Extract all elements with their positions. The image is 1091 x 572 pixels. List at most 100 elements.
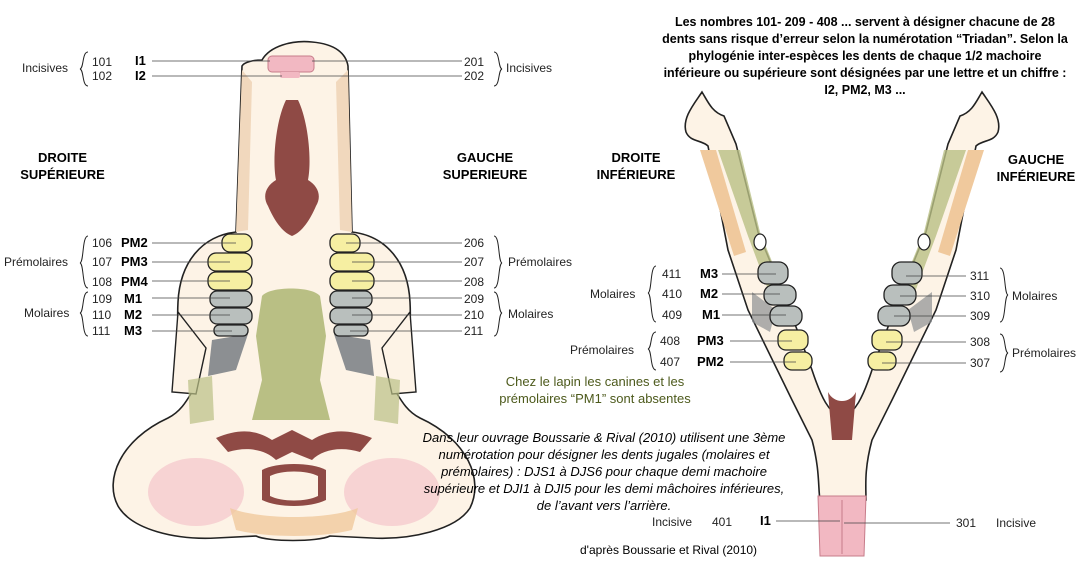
upper-right-num: 108 bbox=[92, 275, 113, 289]
lower-right-code: M3 bbox=[700, 266, 719, 281]
lower-left-num: 311 bbox=[970, 269, 990, 283]
tooth-408 bbox=[777, 329, 809, 351]
tooth-311 bbox=[891, 261, 923, 285]
upper-left-num: 208 bbox=[464, 275, 485, 289]
lower-right-code: PM3 bbox=[697, 333, 724, 348]
upper-peg-teeth bbox=[280, 72, 300, 78]
upper-left-num: 210 bbox=[464, 308, 485, 322]
upper-left-num: 202 bbox=[464, 69, 485, 83]
tooth-210 bbox=[329, 307, 373, 325]
right-snout-band bbox=[236, 70, 252, 232]
left-mental-foramen bbox=[917, 233, 931, 251]
credit-line: d'après Boussarie et Rival (2010) bbox=[580, 543, 758, 557]
triadan-note: Les nombres 101- 209 - 408 ... servent à… bbox=[662, 15, 1068, 97]
tooth-209 bbox=[329, 290, 373, 308]
lower-right-code: M2 bbox=[700, 286, 719, 301]
lower-right-num: 408 bbox=[660, 334, 681, 348]
lower-left-num: 301 bbox=[956, 516, 977, 530]
upper-right-code: M1 bbox=[124, 291, 143, 306]
right-mental-foramen bbox=[753, 233, 767, 251]
upper-right-code: PM4 bbox=[121, 274, 148, 289]
right-arch-olive bbox=[188, 376, 214, 424]
lower-left-num: 310 bbox=[970, 289, 991, 303]
tooth-110 bbox=[209, 307, 253, 325]
upper-right-premolaires-label: Prémolaires bbox=[4, 255, 69, 269]
lower-right-code: I1 bbox=[760, 513, 771, 528]
skull-base-bone bbox=[216, 430, 372, 460]
lower-leader-lines bbox=[722, 273, 966, 524]
lower-left-teeth bbox=[867, 261, 923, 371]
lower-left-molaires-label: Molaires bbox=[1012, 289, 1058, 303]
upper-right-code: M2 bbox=[124, 307, 143, 322]
lower-right-incisive-label: Incisive bbox=[652, 515, 693, 529]
left-shadow bbox=[908, 292, 932, 332]
lower-right-code: M1 bbox=[702, 307, 721, 322]
left-snout-band bbox=[336, 70, 352, 232]
tooth-310 bbox=[883, 284, 917, 306]
upper-left-num: 211 bbox=[464, 324, 484, 338]
upper-right-code: PM3 bbox=[121, 254, 148, 269]
upper-left-num: 201 bbox=[464, 55, 485, 69]
upper-right-num: 107 bbox=[92, 255, 113, 269]
tooth-409 bbox=[769, 305, 803, 327]
lower-right-num: 401 bbox=[712, 515, 733, 529]
tooth-411 bbox=[757, 261, 789, 285]
left-arch-olive bbox=[374, 376, 400, 424]
upper-right-heading: DROITE SUPÉRIEURE bbox=[20, 150, 105, 182]
lower-right-premolaires-label: Prémolaires bbox=[570, 343, 635, 357]
lower-left-heading: GAUCHE INFÉRIEURE bbox=[996, 152, 1076, 184]
upper-right-num: 102 bbox=[92, 69, 113, 83]
upper-right-num: 106 bbox=[92, 236, 113, 250]
lower-left-num: 309 bbox=[970, 309, 991, 323]
lower-right-code: PM2 bbox=[697, 354, 724, 369]
tooth-407 bbox=[783, 351, 813, 371]
upper-brackets bbox=[79, 51, 503, 337]
tooth-410 bbox=[763, 284, 797, 306]
lower-left-incisive-label: Incisive bbox=[996, 516, 1037, 530]
upper-leader-lines bbox=[152, 60, 462, 332]
right-shadow bbox=[752, 292, 776, 332]
symphysis bbox=[828, 392, 856, 440]
tooth-308 bbox=[871, 329, 903, 351]
lower-left-premolaires-label: Prémolaires bbox=[1012, 346, 1077, 360]
left-maxilla-shadow bbox=[334, 334, 374, 376]
upper-skull bbox=[79, 40, 503, 542]
upper-left-premolaires-label: Prémolaires bbox=[508, 255, 573, 269]
boussarie-note: Dans leur ouvrage Boussarie & Rival (201… bbox=[422, 430, 786, 513]
lower-brackets bbox=[647, 265, 1009, 373]
right-bulla bbox=[148, 458, 244, 526]
upper-right-num: 101 bbox=[92, 55, 113, 69]
occipital bbox=[230, 508, 358, 536]
tooth-307 bbox=[867, 351, 897, 371]
upper-left-incisives-label: Incisives bbox=[506, 61, 553, 75]
upper-right-num: 109 bbox=[92, 292, 113, 306]
upper-right-code: I1 bbox=[135, 53, 146, 68]
upper-right-num: 111 bbox=[92, 324, 111, 338]
upper-right-incisives-label: Incisives bbox=[22, 61, 69, 75]
lower-left-num: 308 bbox=[970, 335, 991, 349]
lower-left-num: 307 bbox=[970, 356, 991, 370]
left-ramus-gum bbox=[938, 150, 984, 256]
left-bulla bbox=[344, 458, 440, 526]
right-ramus-gum bbox=[700, 150, 746, 256]
lower-right-heading: DROITE INFÉRIEURE bbox=[596, 150, 676, 182]
canines-note: Chez le lapin les canines et les prémola… bbox=[499, 374, 691, 406]
upper-left-heading: GAUCHE SUPERIEURE bbox=[442, 150, 528, 182]
lower-right-teeth bbox=[757, 261, 813, 371]
upper-right-code: I2 bbox=[135, 68, 146, 83]
upper-left-molaires-label: Molaires bbox=[508, 307, 554, 321]
lower-right-num: 407 bbox=[660, 355, 681, 369]
upper-incisors bbox=[267, 55, 315, 73]
upper-left-num: 209 bbox=[464, 292, 485, 306]
upper-right-molaires-label: Molaires bbox=[24, 306, 70, 320]
lower-right-molaires-label: Molaires bbox=[590, 287, 636, 301]
tooth-211 bbox=[333, 324, 369, 337]
tooth-109 bbox=[209, 290, 253, 308]
upper-right-code: M3 bbox=[124, 323, 143, 338]
upper-left-num: 207 bbox=[464, 255, 485, 269]
lower-right-num: 411 bbox=[662, 267, 682, 281]
foramen-hole bbox=[270, 471, 318, 501]
lower-jaw bbox=[647, 90, 1009, 557]
tooth-111 bbox=[213, 324, 249, 337]
